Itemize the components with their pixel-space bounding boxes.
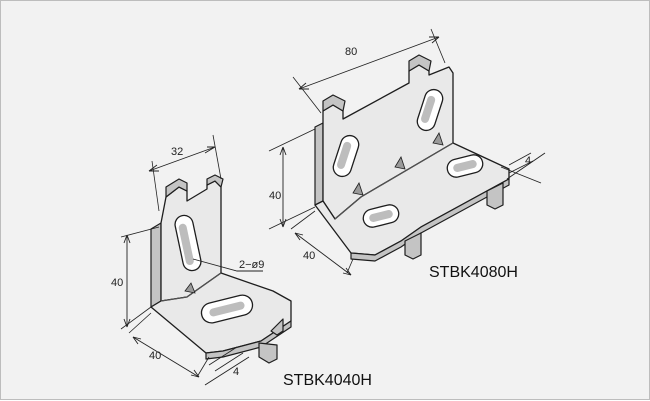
small-width-label: 32 xyxy=(171,146,183,158)
large-bracket xyxy=(314,54,510,262)
large-bracket-dimensions: 80 40 40 4 xyxy=(268,28,546,276)
large-bracket-base-slot-left-depth xyxy=(369,210,393,222)
large-bracket-bottom-tab-right xyxy=(486,182,504,210)
small-bracket-model-label: STBK4040H xyxy=(283,372,372,389)
large-width-label: 80 xyxy=(345,46,357,58)
small-hole-callout: 2−ø9 xyxy=(239,259,264,271)
small-bracket-bottom-tab-right xyxy=(270,318,284,336)
small-bracket-vertical-slot-depth xyxy=(178,223,194,266)
large-depth-label: 40 xyxy=(303,250,315,262)
small-bracket-vertical-edge xyxy=(150,222,162,308)
large-bracket-bottom-tab-left xyxy=(404,232,422,260)
large-bracket-top-tab-right xyxy=(408,54,432,72)
large-bracket-model-label: STBK4080H xyxy=(429,264,518,281)
large-bracket-base-slot-right-depth xyxy=(453,160,477,172)
small-thickness-label: 4 xyxy=(233,366,239,378)
small-bracket-top-tab-right xyxy=(206,174,224,188)
small-bracket-bead xyxy=(184,282,196,294)
large-bracket-bead-left xyxy=(352,182,364,196)
large-bracket-bead-middle xyxy=(394,156,406,170)
small-bracket xyxy=(150,174,292,364)
small-bracket-bend-line xyxy=(160,272,222,302)
large-bracket-bead-right xyxy=(432,132,444,146)
small-bracket-top-tab xyxy=(165,178,188,198)
small-depth-label: 40 xyxy=(149,350,161,362)
small-bracket-bottom-tab-left xyxy=(258,342,278,364)
large-bracket-bend-line xyxy=(334,142,454,220)
large-bracket-vertical-edge xyxy=(314,122,324,206)
large-bracket-vertical-slot-right-depth xyxy=(421,95,436,123)
large-bracket-top-tab-left xyxy=(322,94,346,112)
small-bracket-base-slot-depth xyxy=(209,301,245,317)
large-bracket-vertical-slot-left-depth xyxy=(337,141,352,169)
large-thickness-label: 4 xyxy=(525,155,531,167)
large-bracket-base-edge xyxy=(350,178,510,262)
large-height-label: 40 xyxy=(269,190,281,202)
small-bracket-dimensions: 32 40 40 4 2−ø9 xyxy=(111,134,264,386)
small-height-label: 40 xyxy=(111,277,123,289)
